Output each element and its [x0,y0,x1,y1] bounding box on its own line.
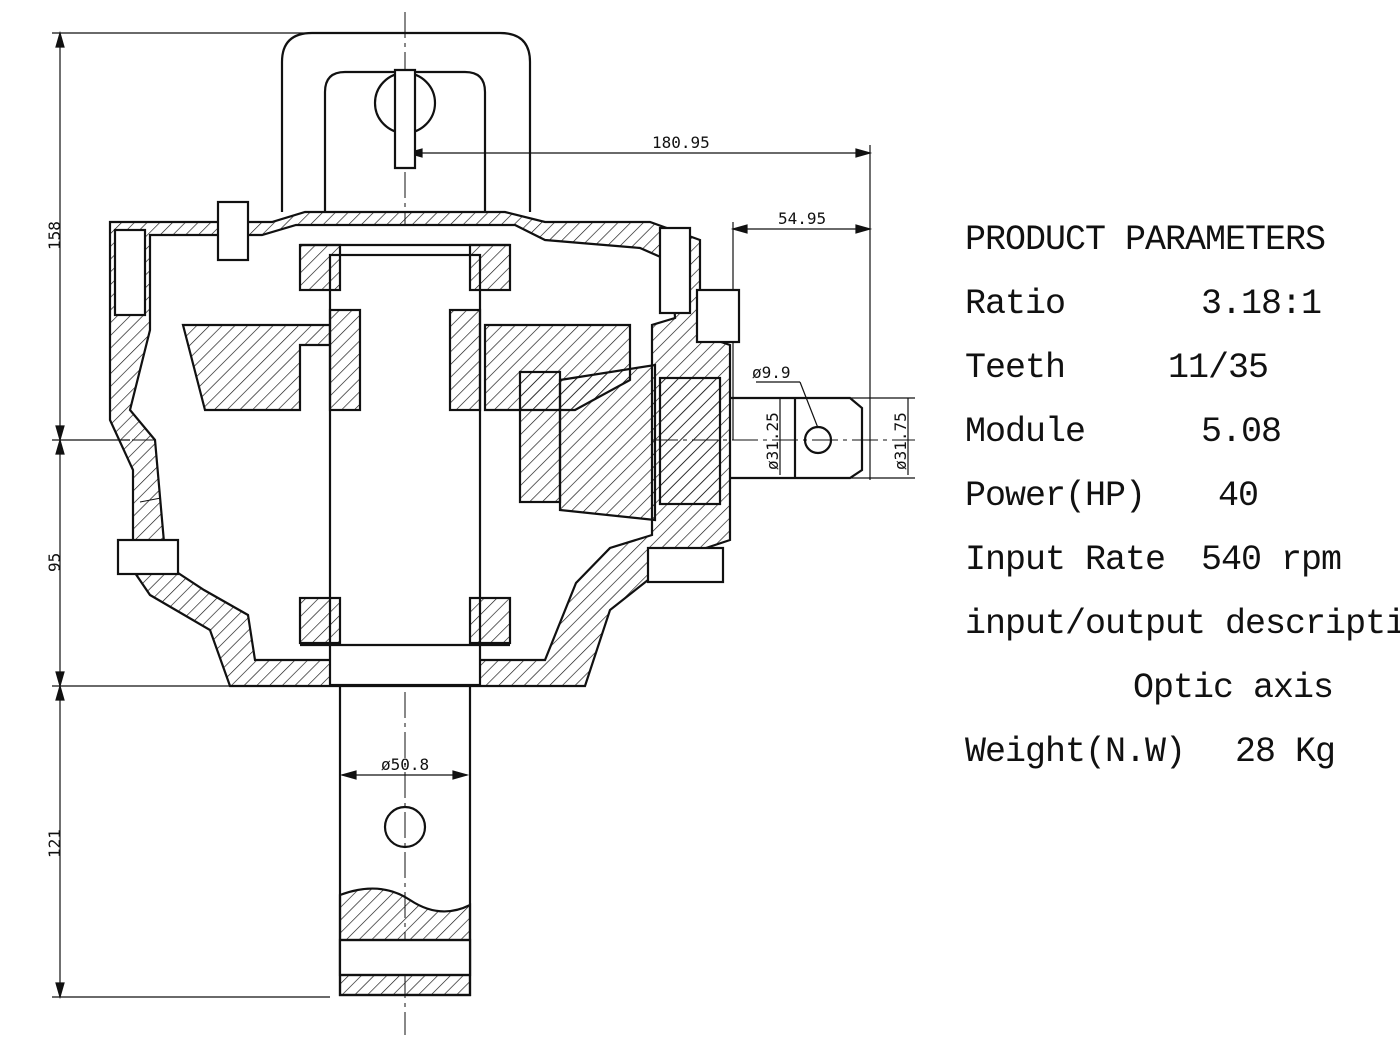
dim-horizontal-offset: 180.95 [652,133,710,152]
ratio-label: Ratio [965,284,1066,324]
io-value: Optic axis [1133,668,1334,708]
power-label: Power(HP) [965,476,1146,516]
dim-input-shaft-length: 54.95 [778,209,826,228]
dim-shaft-dia-inner: ø31.25 [763,412,782,470]
power-row: Power(HP) 40 [965,464,1385,528]
ratio-value: 3.18:1 [1201,284,1322,324]
power-value: 40 [1218,476,1259,516]
dim-shaft-length: 121 [45,829,64,858]
parameters-title: PRODUCT PARAMETERS [965,220,1326,260]
module-value: 5.08 [1201,412,1282,452]
dim-output-shaft-dia: ø50.8 [381,755,429,774]
dim-mid-height: 95 [45,553,64,572]
teeth-row: Teeth 11/35 [965,336,1385,400]
product-parameters-panel: PRODUCT PARAMETERS Ratio 3.18:1 Teeth 11… [965,208,1400,784]
dim-shaft-dia-outer: ø31.75 [891,412,910,470]
input-rate-label: Input Rate [965,540,1166,580]
dim-pin-hole: ø9.9 [752,363,791,382]
module-label: Module [965,412,1086,452]
gearbox-housing [108,31,864,997]
ratio-row: Ratio 3.18:1 [965,272,1385,336]
weight-label: Weight(N.W) [965,732,1186,772]
io-label: input/output description [965,604,1400,644]
teeth-value: 11/35 [1168,348,1269,388]
weight-row: Weight(N.W) 28 Kg [965,720,1385,784]
teeth-label: Teeth [965,348,1066,388]
input-rate-value: 540 rpm [1201,540,1342,580]
module-row: Module 5.08 [965,400,1385,464]
input-rate-row: Input Rate 540 rpm [965,528,1385,592]
dim-top-height: 158 [45,221,64,250]
dimension-labels: 158 95 121 180.95 54.95 ø9.9 ø31.25 ø31.… [45,133,910,858]
weight-value: 28 Kg [1235,732,1336,772]
